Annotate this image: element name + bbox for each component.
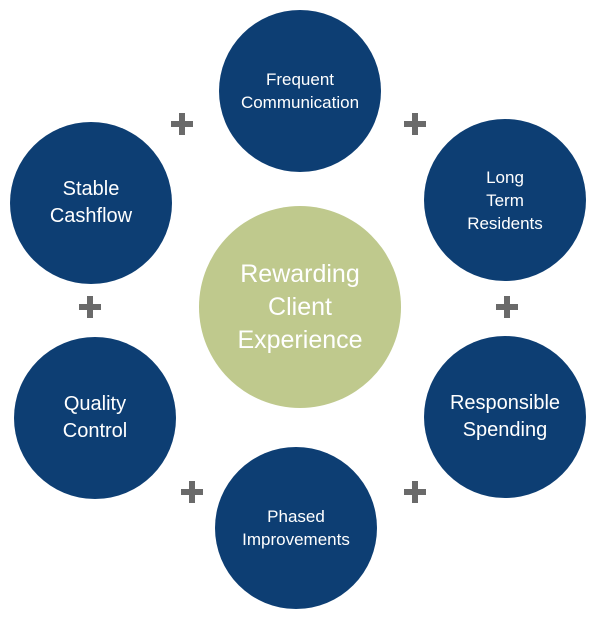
node-phased-improvements: Phased Improvements <box>215 447 377 609</box>
plus-icon <box>79 296 101 318</box>
node-quality-control: Quality Control <box>14 337 176 499</box>
plus-icon <box>181 481 203 503</box>
center-circle: Rewarding Client Experience <box>199 206 401 408</box>
node-label: Long Term Residents <box>467 167 543 233</box>
node-label: Stable Cashflow <box>49 178 133 227</box>
plus-icon <box>496 296 518 318</box>
node-label: Quality Control <box>62 393 128 442</box>
node-stable-cashflow: Stable Cashflow <box>10 122 172 284</box>
node-frequent-communication: Frequent Communication <box>219 10 381 172</box>
node-label: Frequent Communication <box>240 70 360 112</box>
node-label: Phased Improvements <box>242 507 350 549</box>
node-long-term-residents: Long Term Residents <box>424 119 586 281</box>
plus-icon <box>404 113 426 135</box>
plus-icon <box>404 481 426 503</box>
center-label: Rewarding Client Experience <box>237 259 363 354</box>
node-responsible-spending: Responsible Spending <box>424 336 586 498</box>
plus-icon <box>171 113 193 135</box>
node-label: Responsible Spending <box>449 392 561 441</box>
